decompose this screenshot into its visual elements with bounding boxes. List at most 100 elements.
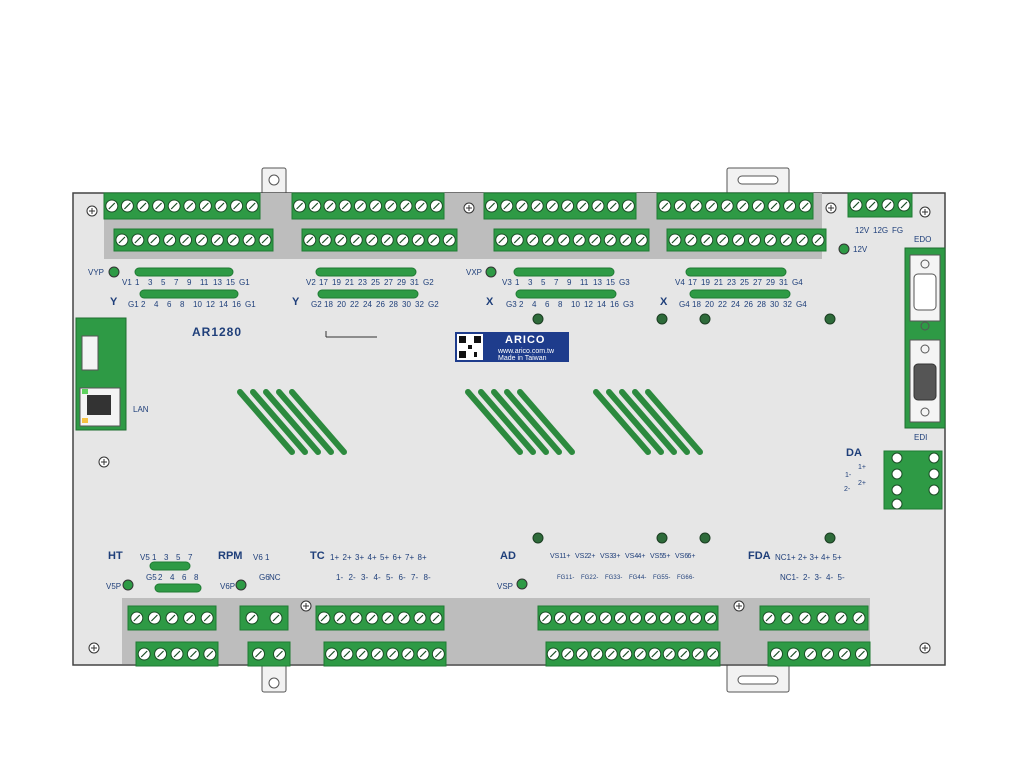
pin-label-y2-odd: 25: [371, 278, 380, 287]
da-screw: [928, 452, 940, 464]
da-screw: [928, 484, 940, 496]
top-terminal-lower-0-slot: [134, 236, 142, 244]
pin-label-y1-odd: 5: [161, 278, 166, 287]
top-terminal-upper-1-slot: [356, 202, 364, 210]
pin-label-x1-even: G3: [506, 300, 517, 309]
pin-label-y2-odd: V2: [306, 278, 316, 287]
pin-label-y2-odd: 19: [332, 278, 341, 287]
pin-label-x1-even: 16: [610, 300, 619, 309]
top-terminal-upper-0-slot: [155, 202, 163, 210]
pin-label-ad-top: 3+: [612, 553, 621, 560]
bottom-terminal-lower-3-slot: [549, 650, 557, 658]
pin-label-x1-odd: 15: [606, 278, 615, 287]
model-name: AR1280: [192, 325, 243, 339]
power-terminal-slot: [884, 201, 892, 209]
pin-label-x1-even: 8: [558, 300, 563, 309]
bottom-terminal-upper-3-slot: [647, 614, 654, 622]
bottom-terminal-lower-3-slot: [680, 650, 688, 658]
lan-label: LAN: [133, 405, 149, 414]
da-screw: [891, 498, 903, 510]
pin-label-fda-top: 4+: [821, 553, 831, 562]
bottom-terminal-upper-4-slot: [819, 614, 827, 622]
top-terminal-upper-0-slot: [248, 202, 256, 210]
pin-label-y1-even: 4: [154, 300, 159, 309]
pin-label-y2-odd: 21: [345, 278, 354, 287]
pin-label-x1-even: 14: [597, 300, 606, 309]
pin-label-y2-odd: 23: [358, 278, 367, 287]
pin-label-tc-top: 5+: [380, 553, 390, 562]
pin-label-ad-bottom: FG3: [605, 575, 617, 581]
pin-label-x2-odd: V4: [675, 278, 685, 287]
top-terminal-upper-2-slot: [579, 202, 587, 210]
pin-label-y2-even: G2: [311, 300, 322, 309]
pin-label-ht-bottom: 6: [182, 573, 187, 582]
pin-label-fda-bottom: 1-: [791, 573, 799, 582]
pin-label-tc-bottom: 2-: [348, 573, 356, 582]
da-screw: [891, 468, 903, 480]
top-terminal-lower-0-slot: [166, 236, 174, 244]
top-terminal-upper-2-slot: [518, 202, 526, 210]
pin-label-ad-bottom: 4-: [641, 575, 647, 581]
pin-label-x1-even: 4: [532, 300, 537, 309]
bottom-terminal-upper-0-slot: [133, 614, 141, 622]
bottom-terminal-lower-3: [545, 641, 721, 667]
power-12v-label: 12V: [855, 226, 870, 235]
da-screw: [891, 484, 903, 496]
pin-label-fda-bottom: 4-: [826, 573, 834, 582]
pin-label-x1-odd: 3: [528, 278, 533, 287]
pin-label-da: 2+: [858, 480, 866, 487]
pin-label-y1-even: 2: [141, 300, 146, 309]
pin-label-x1-even: 12: [584, 300, 593, 309]
bottom-terminal-lower-2-slot: [419, 650, 427, 658]
pin-label-rpm-top: 1: [265, 553, 270, 562]
top-terminal-lower-0-slot: [229, 236, 237, 244]
top-terminal-lower-3-slot: [671, 236, 679, 244]
pin-label-ad-top: VS1: [550, 553, 564, 560]
fda-title: FDA: [748, 550, 771, 562]
pin-label-x1-odd: 13: [593, 278, 602, 287]
top-terminal-lower-2-slot: [513, 236, 521, 244]
pin-label-x2-even: 20: [705, 300, 714, 309]
pin-label-ad-top: VS6: [675, 553, 689, 560]
indicator-led-3: [122, 579, 134, 591]
vxp-label: VXP: [466, 268, 483, 277]
top-terminal-upper-3-slot: [786, 202, 794, 210]
pin-label-x1-odd: 5: [541, 278, 546, 287]
pin-label-x2-even: 30: [770, 300, 779, 309]
pin-label-ad-top: 4+: [637, 553, 646, 560]
bottom-terminal-lower-3-slot: [564, 650, 572, 658]
top-terminal-lower-3-slot: [687, 236, 695, 244]
pin-label-x1-odd: 7: [554, 278, 559, 287]
pin-label-ht-bottom: 8: [194, 573, 199, 582]
bottom-terminal-lower-3-slot: [694, 650, 702, 658]
ht-title: HT: [108, 550, 123, 562]
pin-label-ad-top: VS5: [650, 553, 664, 560]
pin-strip-2: [315, 267, 417, 277]
top-terminal-upper-2-slot: [624, 202, 632, 210]
bottom-terminal-upper-3-slot: [632, 614, 639, 622]
bottom-terminal-lower-4-slot: [807, 650, 814, 658]
pin-label-ad-top: VS3: [600, 553, 614, 560]
top-terminal-lower-0-slot: [261, 236, 269, 244]
pin-label-ht-bottom: 4: [170, 573, 175, 582]
status-dots: [532, 313, 836, 544]
pin-label-x2-odd: 17: [688, 278, 697, 287]
top-terminal-upper-3-slot: [661, 202, 669, 210]
pin-label-y1-odd: 1: [135, 278, 140, 287]
pin-label-ad-top: 1+: [562, 553, 571, 560]
board-body: [72, 192, 946, 666]
pin-label-x2-odd: 23: [727, 278, 736, 287]
top-terminal-lower-0-slot: [198, 236, 205, 244]
pin-label-x2-odd: 25: [740, 278, 749, 287]
power-terminal-slot: [900, 201, 908, 209]
pin-label-ad-bottom: FG4: [629, 575, 641, 581]
pin-label-tc-bottom: 4-: [373, 573, 381, 582]
pin-strip-5: [515, 289, 617, 299]
top-terminal-lower-2-slot: [622, 236, 630, 244]
bottom-terminal-lower-3-slot: [622, 650, 630, 658]
pin-label-da: 1-: [845, 472, 852, 479]
pin-label-x1-odd: G3: [619, 278, 630, 287]
pin-label-ht-top: 1: [152, 553, 157, 562]
bottom-terminal-lower-2-slot: [434, 650, 442, 658]
pin-label-y1-odd: 9: [187, 278, 192, 287]
